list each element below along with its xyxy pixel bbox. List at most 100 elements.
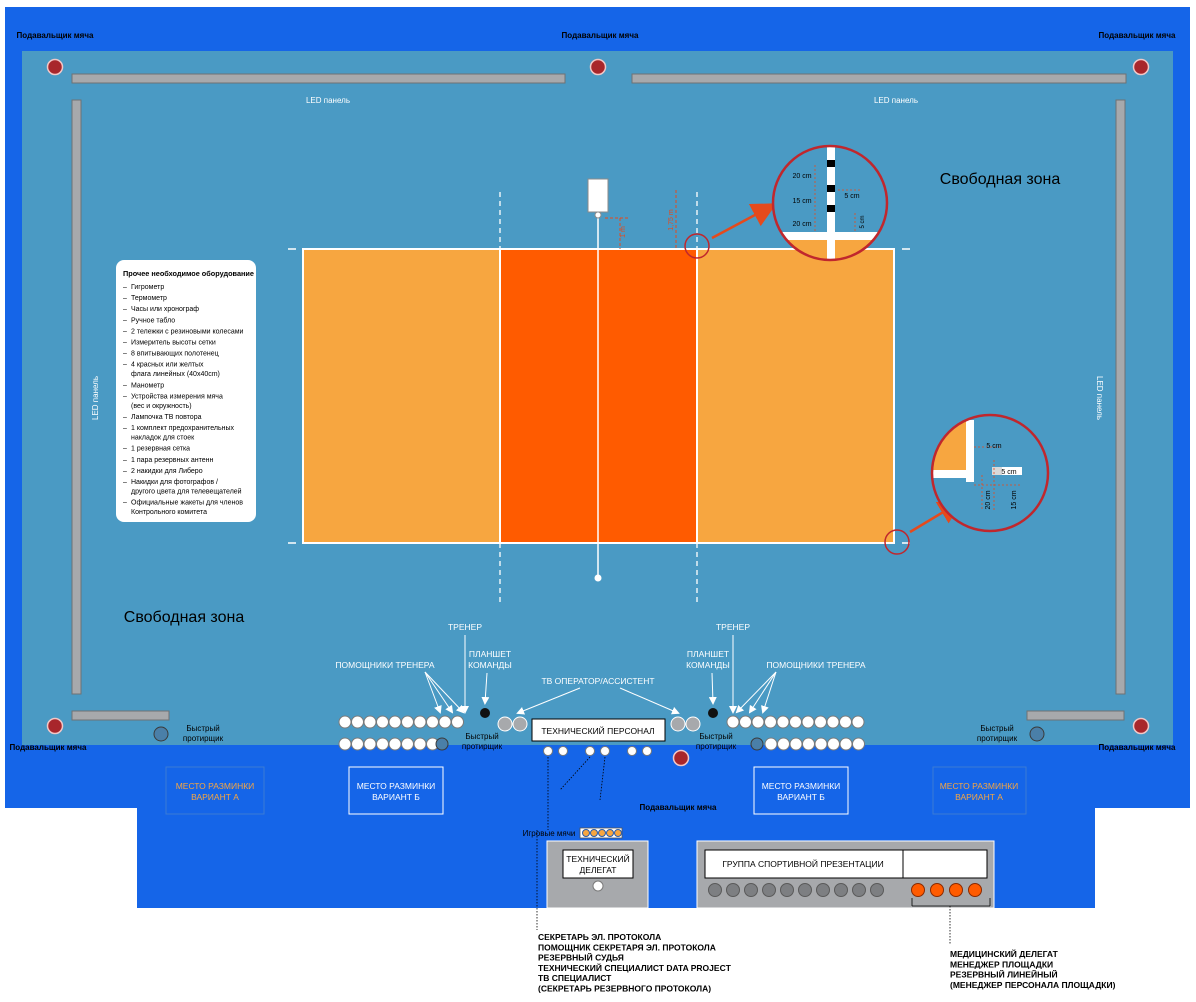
bench-seat xyxy=(814,737,828,751)
corner-detail-zoom: 5 cm 5 cm 20 cm 15 cm xyxy=(930,413,1050,533)
equipment-item: 1 резервная сетка xyxy=(131,446,190,453)
officials-note: РЕЗЕРВНЫЙ СУДЬЯ xyxy=(538,952,624,963)
team-tablet-marker xyxy=(708,708,718,718)
net-dim-label: 15 cm xyxy=(792,198,811,205)
bench-seat xyxy=(401,737,414,751)
equipment-item: Часы или хронограф xyxy=(131,306,199,313)
equipment-bullet: – xyxy=(123,393,127,400)
presentation-seats xyxy=(708,883,982,897)
equipment-item: Термометр xyxy=(131,295,167,302)
equipment-item: Лампочка ТВ повтора xyxy=(131,414,202,421)
ball-retriever-label: Подавальщик мяча xyxy=(10,743,87,752)
bench-labels: ТРЕНЕР ТРЕНЕР ПОМОЩНИКИ ТРЕНЕРА ПОМОЩНИК… xyxy=(335,622,865,686)
presentation-seat xyxy=(762,883,776,897)
svg-text:МЕСТО РАЗМИНКИ: МЕСТО РАЗМИНКИ xyxy=(357,781,436,791)
bench-seat xyxy=(338,715,352,729)
svg-text:ВАРИАНТ Б: ВАРИАНТ Б xyxy=(777,792,825,802)
officials-note: ТВ СПЕЦИАЛИСТ xyxy=(538,973,612,983)
tech-staff-box xyxy=(531,718,666,742)
led-panel-label: LED панель xyxy=(1095,376,1104,420)
equipment-item: Гигрометр xyxy=(131,284,164,291)
corner-dim-label: 15 cm xyxy=(1011,490,1018,509)
presentation-seat xyxy=(870,883,884,897)
net-detail-arrow xyxy=(711,203,777,240)
equipment-item: 8 впитывающих полотенец xyxy=(131,351,219,358)
equipment-bullet: – xyxy=(123,425,127,432)
coach-label: ТРЕНЕР xyxy=(716,622,750,632)
equipment-item: Устройства измерения мяча xyxy=(131,392,223,400)
tech-staff-leaders xyxy=(547,756,606,830)
svg-text:ВАРИАНТ Б: ВАРИАНТ Б xyxy=(372,792,420,802)
bench-seat xyxy=(388,737,402,751)
bench-seat xyxy=(401,715,414,729)
presentation-seat xyxy=(834,883,848,897)
equipment-panel xyxy=(116,260,256,522)
bench-seat xyxy=(764,715,777,729)
ball-retriever-labels: Подавальщик мяча Подавальщик мяча Подава… xyxy=(10,31,1176,812)
equipment-bullet: – xyxy=(123,284,127,291)
officials-note: ПОМОЩНИК СЕКРЕТАРЯ ЭЛ. ПРОТОКОЛА xyxy=(538,942,716,952)
court xyxy=(288,192,910,605)
officials-note: МЕДИЦИНСКИЙ ДЕЛЕГАТ xyxy=(950,948,1059,959)
net-height-label: 1,75 m xyxy=(668,209,675,231)
svg-text:протирщик: протирщик xyxy=(183,734,224,743)
equipment-item: флага линейных (40х40cm) xyxy=(131,370,220,378)
bench-seat xyxy=(801,715,815,729)
equipment-item: другого цвета для телевещателей xyxy=(131,488,242,496)
svg-text:МЕСТО РАЗМИНКИ: МЕСТО РАЗМИНКИ xyxy=(940,781,1019,791)
team-tablet-label-1: ПЛАНШЕТ xyxy=(469,649,511,659)
ball-retriever-label: Подавальщик мяча xyxy=(640,803,717,812)
medical-team-seat xyxy=(930,883,944,897)
bench-seat xyxy=(827,737,840,751)
medical-team-seat xyxy=(968,883,982,897)
net-dim-label: 20 cm xyxy=(792,221,811,228)
presentation-box xyxy=(704,849,988,879)
presentation-seat xyxy=(852,883,866,897)
bench-seat xyxy=(351,715,364,729)
equipment-item: 2 тележки с резиновыми колесами xyxy=(131,328,244,335)
tech-delegate-label-2: ДЕЛЕГАТ xyxy=(580,865,617,875)
equipment-item: Официальные жакеты для членов xyxy=(131,500,243,507)
equipment-bullet: – xyxy=(123,362,127,369)
corner-detail-marker xyxy=(884,529,910,555)
equipment-item: 1 комплект предохранительных xyxy=(131,425,235,432)
svg-text:Быстрый: Быстрый xyxy=(186,724,219,733)
equipment-bullet: – xyxy=(123,479,127,486)
ball-retriever-label: Подавальщик мяча xyxy=(17,31,94,40)
equipment-bullet: – xyxy=(123,446,127,453)
bench-seat xyxy=(789,715,802,729)
net-detail-marker xyxy=(684,233,710,259)
led-panel-label: LED панель xyxy=(91,376,100,420)
team-benches xyxy=(338,715,865,751)
svg-text:протирщик: протирщик xyxy=(462,742,503,751)
officials-note: МЕНЕДЖЕР ПЛОЩАДКИ xyxy=(950,959,1053,969)
bench-seat xyxy=(776,715,790,729)
ball-retriever-label: Подавальщик мяча xyxy=(1099,743,1176,752)
bench-seat xyxy=(363,737,377,751)
tech-staff-seats xyxy=(543,746,652,756)
equipment-bullet: – xyxy=(123,351,127,358)
equipment-bullet: – xyxy=(123,317,127,324)
bench-seat xyxy=(839,737,853,751)
equipment-bullet: – xyxy=(123,328,127,335)
quick-mopper-markers xyxy=(153,726,1045,751)
medical-bracket xyxy=(911,898,991,907)
tech-delegate-label-1: ТЕХНИЧЕСКИЙ xyxy=(566,853,629,864)
bench-seat xyxy=(451,715,464,729)
bench-seat xyxy=(814,715,827,729)
bench-seat xyxy=(802,737,815,751)
led-panel-label: LED панель xyxy=(306,96,350,105)
free-zone-label: Свободная зона xyxy=(940,171,1061,188)
bench-seat xyxy=(438,715,452,729)
bench-pointers xyxy=(424,635,777,715)
quick-mopper-labels: Быстрый протирщик Быстрый протирщик Быст… xyxy=(183,724,1018,751)
net-dim-label: 5 cm xyxy=(844,193,859,200)
svg-text:МЕСТО РАЗМИНКИ: МЕСТО РАЗМИНКИ xyxy=(176,781,255,791)
medical-team-seat xyxy=(911,883,925,897)
medical-team-seat xyxy=(949,883,963,897)
bench-seat xyxy=(739,715,752,729)
svg-text:протирщик: протирщик xyxy=(977,734,1018,743)
officials-note: (СЕКРЕТАРЬ РЕЗЕРВНОГО ПРОТОКОЛА) xyxy=(538,984,711,994)
bench-seat xyxy=(839,715,852,729)
